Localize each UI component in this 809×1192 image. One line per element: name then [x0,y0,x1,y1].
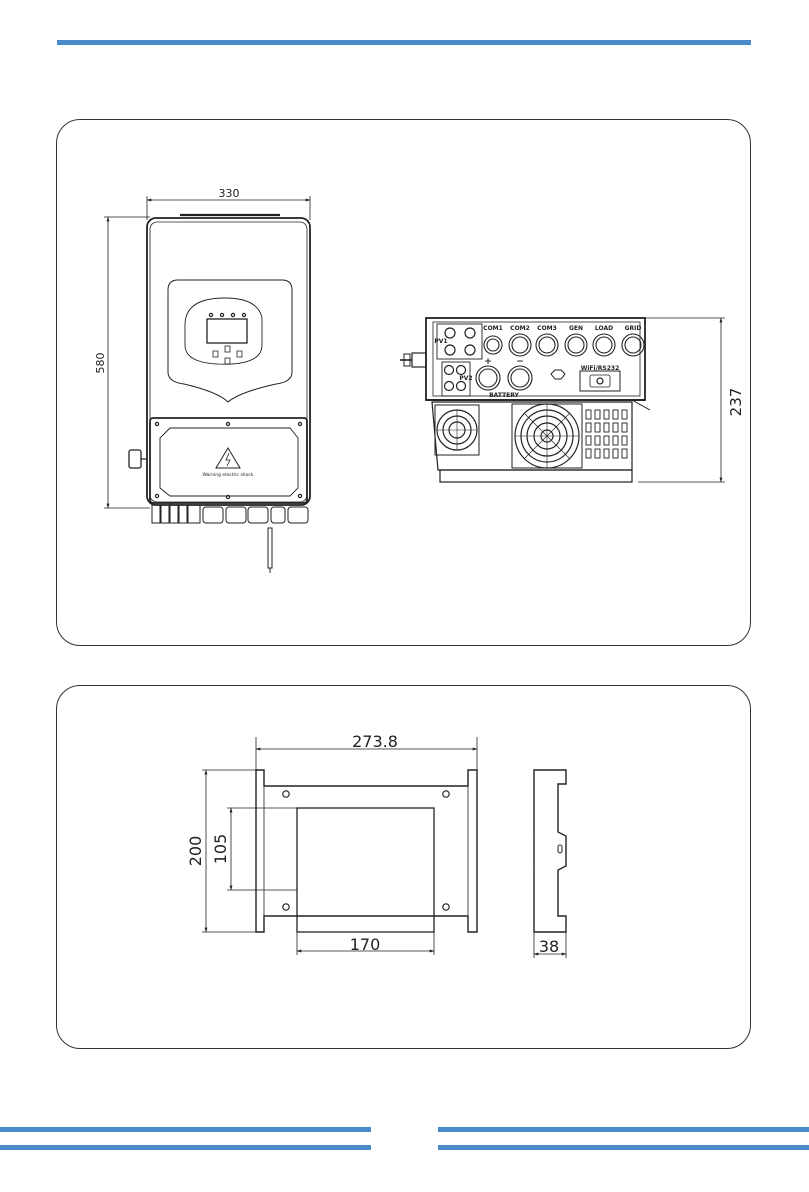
wifi-label: WiFi/RS232 [581,365,620,372]
battery-plus: + [484,357,492,367]
bracket-height-label: 200 [186,836,205,867]
warning-label: Warning electric shock [203,472,254,478]
bracket-depth-label: 38 [539,937,559,956]
bracket-side-view [534,770,566,958]
bottom-height-label: 237 [727,388,745,417]
terminal-label-com3: COM3 [537,325,557,332]
pv2-label: PV2 [459,375,472,382]
inverter-front-view [104,196,310,573]
battery-label: BATTERY [489,392,519,399]
terminal-label-com1: COM1 [483,325,503,332]
bracket-width-label: 273.8 [352,732,398,751]
bracket-front-view [202,737,477,955]
terminal-label-gen: GEN [569,325,583,332]
bracket-inner-height-label: 105 [211,834,230,865]
terminal-label-load: LOAD [595,325,613,332]
battery-minus: − [516,357,524,367]
pv1-label: PV1 [434,338,447,345]
bracket-inner-width-label: 170 [350,935,381,954]
front-height-label: 580 [94,353,107,374]
inverter-bottom-view [400,318,725,482]
terminal-label-grid: GRID [625,325,642,332]
front-width-label: 330 [219,187,240,200]
terminal-label-com2: COM2 [510,325,530,332]
